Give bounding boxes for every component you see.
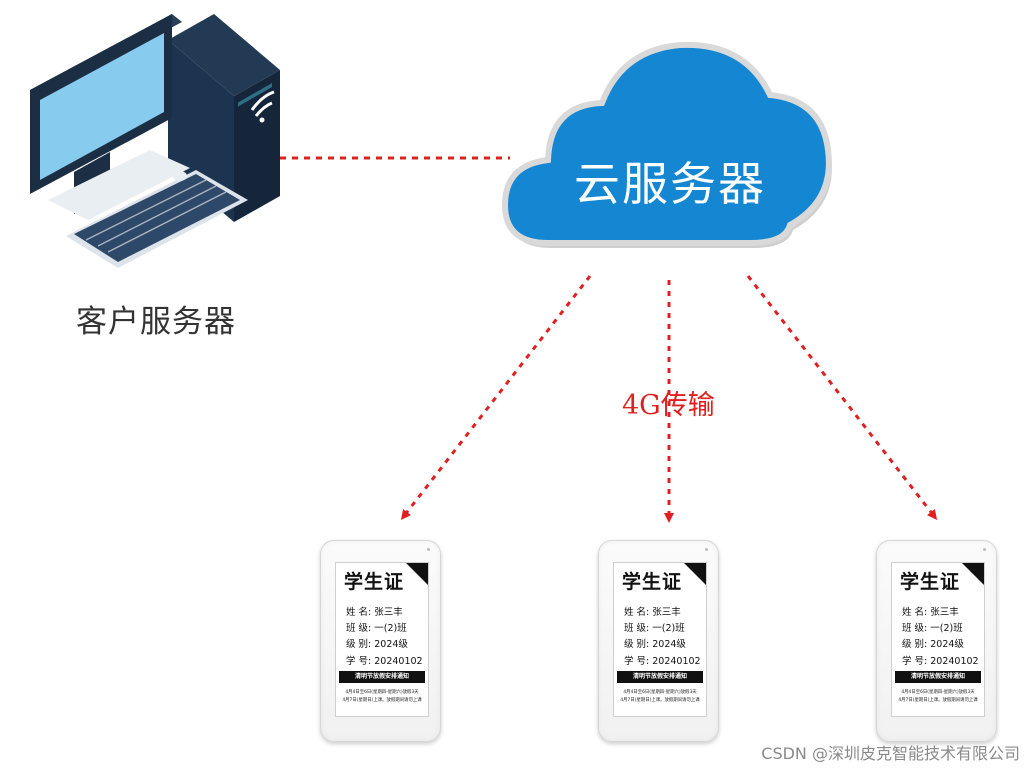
indicator-dot (983, 548, 986, 551)
card-title: 学生证 (344, 571, 405, 593)
client-server: 客户服务器 (0, 0, 300, 340)
badge-screen: 学生证 姓 名: 张三丰 班 级: 一(2)班 级 别: 2024级 学 号: … (613, 562, 707, 717)
epaper-badge-1: 学生证 姓 名: 张三丰 班 级: 一(2)班 级 别: 2024级 学 号: … (320, 540, 441, 742)
name-field: 姓 名: 张三丰 (346, 607, 403, 618)
client-server-label: 客户服务器 (76, 304, 236, 340)
desktop-computer-icon (30, 14, 280, 268)
name-field: 姓 名: 张三丰 (902, 607, 959, 618)
corner-decoration (684, 563, 706, 585)
cloud-server-label: 云服务器 (574, 157, 766, 211)
cloud-icon (501, 41, 832, 248)
notice-title: 清明节放假安排通知 (617, 671, 703, 683)
indicator-dot (427, 548, 430, 551)
epaper-badge-3: 学生证 姓 名: 张三丰 班 级: 一(2)班 级 别: 2024级 学 号: … (876, 540, 997, 742)
class-field: 班 级: 一(2)班 (624, 623, 685, 634)
epaper-badge-2: 学生证 姓 名: 张三丰 班 级: 一(2)班 级 别: 2024级 学 号: … (598, 540, 719, 742)
badge-screen: 学生证 姓 名: 张三丰 班 级: 一(2)班 级 别: 2024级 学 号: … (335, 562, 429, 717)
card-title: 学生证 (622, 571, 683, 593)
student-id-field: 学 号: 20240102 (624, 656, 701, 667)
notice-line-1: 4月4日至6日(星期四-星期六)放假3天 (901, 690, 975, 695)
grade-field: 级 别: 2024级 (346, 639, 408, 650)
notice-title: 清明节放假安排通知 (339, 671, 425, 683)
badge-screen: 学生证 姓 名: 张三丰 班 级: 一(2)班 级 别: 2024级 学 号: … (891, 562, 985, 717)
corner-decoration (962, 563, 984, 585)
grade-field: 级 别: 2024级 (902, 639, 964, 650)
notice-line-2: 4月7日(星期日)上课。放假期间请勿上课 (342, 698, 422, 703)
class-field: 班 级: 一(2)班 (902, 623, 963, 634)
link-cloud-to-device-3 (746, 275, 938, 520)
grade-field: 级 别: 2024级 (624, 639, 686, 650)
class-field: 班 级: 一(2)班 (346, 623, 407, 634)
student-id-field: 学 号: 20240102 (902, 656, 979, 667)
notice-line-1: 4月4日至6日(星期四-星期六)放假3天 (345, 690, 419, 695)
student-id-field: 学 号: 20240102 (346, 656, 423, 667)
watermark: CSDN @深圳皮克智能技术有限公司 (761, 744, 1020, 763)
notice-title: 清明节放假安排通知 (895, 671, 981, 683)
corner-decoration (406, 563, 428, 585)
transfer-label: 4G传输 (622, 390, 715, 421)
name-field: 姓 名: 张三丰 (624, 607, 681, 618)
card-title: 学生证 (900, 571, 961, 593)
link-cloud-to-device-1 (400, 275, 592, 520)
indicator-dot (705, 548, 708, 551)
notice-line-2: 4月7日(星期日)上课。放假期间请勿上课 (620, 698, 700, 703)
notice-line-2: 4月7日(星期日)上课。放假期间请勿上课 (898, 698, 978, 703)
notice-line-1: 4月4日至6日(星期四-星期六)放假3天 (623, 690, 697, 695)
